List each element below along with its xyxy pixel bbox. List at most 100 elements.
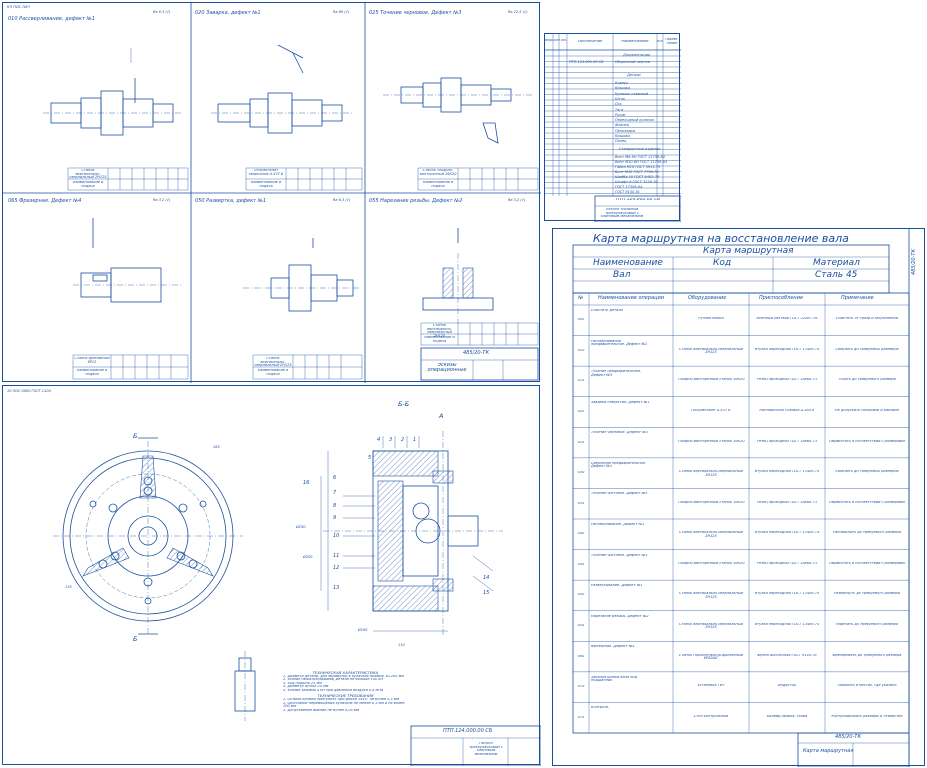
shaft-sketch-020 <box>211 44 353 134</box>
table-header-025: Станок токарно-винторезный 16К20 <box>419 169 457 176</box>
position-callout: 6 <box>333 475 337 481</box>
dimension-label: 135 <box>65 585 72 589</box>
route-op-no: 045 <box>577 562 585 566</box>
route-card-title: Карта маршрутная на восстановление вала <box>593 232 849 245</box>
assembly-stamp-title: Патрон трехкулачковый с клиновым механиз… <box>469 742 503 756</box>
position-callout: 16 <box>303 480 310 486</box>
route-equipment: Полуавтомат А-537 Б <box>691 408 731 412</box>
route-fixture: Резец проходной ГОСТ 18868-73 <box>756 378 818 382</box>
shaft-sketch-065 <box>73 218 183 303</box>
route-fixture: Калибр-пробка, скоба <box>766 714 808 718</box>
col-no: № <box>578 295 584 301</box>
spec-stamp-code: ПТП.124.000.00 СБ <box>615 198 661 202</box>
route-card-subtitle: Карта маршрутная <box>703 246 794 256</box>
route-fixture: Резец проходной ГОСТ 18868-73 <box>756 439 818 443</box>
op-025-title: 025 Точение черновое. Дефект №3 <box>369 10 462 16</box>
value-material: Сталь 45 <box>815 270 858 280</box>
spec-part-item: Крышка <box>615 134 630 138</box>
roughness-020: Ra 80 (√) <box>333 10 350 14</box>
spec-doc-row-name: Сборочный чертеж <box>615 60 651 64</box>
req-line: 2. Окончание перемещения кулачков не мен… <box>283 701 405 709</box>
route-op-name: Точение черновое. Дефект №3 <box>591 431 648 435</box>
route-fixture: Втулка переходная ГОСТ 13409-74 <box>754 470 820 474</box>
roughness-025: Ra 12,5 (√) <box>508 10 528 14</box>
dimension-label: Ø160 <box>358 628 368 632</box>
specification-sheet: Формат Зона Поз. Обозначение Наименовани… <box>544 33 681 222</box>
spec-section-parts: Детали <box>627 73 641 77</box>
ops-stamp-title: Эскизы операционные <box>427 363 467 373</box>
spec-col-name: Наименование <box>621 40 649 43</box>
route-side-code: 485/20-ТК <box>911 249 917 275</box>
dimension-label: Ø250 <box>296 525 306 529</box>
route-note: Очистить от грязи и загрязнений <box>836 317 898 321</box>
spec-std-item: Шайба 10 ГОСТ 6402-70 <box>615 175 660 179</box>
route-op-name: Фрезерная. Дефект №4 <box>591 645 635 649</box>
table-row-label-010: Наименование и подача <box>72 181 104 188</box>
position-callout: 5 <box>368 455 372 461</box>
route-equipment: Станок вертикально-сверлильный 2Н125 <box>679 470 743 477</box>
spec-grid <box>545 34 681 222</box>
route-op-name: Точение чистовое. Дефект №3 <box>591 553 648 557</box>
route-equipment: Стол контрольный <box>693 714 729 718</box>
route-op-name: Очистить детали <box>591 309 623 312</box>
spec-part-item: Фланец <box>615 123 630 128</box>
spec-std-item: Гайка М10 ГОСТ 5915-70 <box>615 165 661 169</box>
route-note: Сверлить до требуемых размеров <box>835 347 899 351</box>
col-equipment: Оборудование <box>688 295 727 301</box>
assembly-doc-number: 10 ПОС 0000 ГОСТ.1104 <box>7 389 51 393</box>
spec-part-item: Тяга <box>615 107 624 112</box>
route-note: Рассверлить до требуемого размера <box>832 531 901 535</box>
shaft-sketch-055 <box>422 228 494 323</box>
tech-line: 2. Усилие обжатия(зажима) детали не боль… <box>283 678 384 682</box>
table-header-065: Станок фрезерный 6Р12 <box>74 357 110 364</box>
position-callout: 9 <box>333 515 337 521</box>
route-fixture: Индуктор <box>778 684 796 688</box>
route-op-name: Рассверливание. Дефект №1 <box>591 523 645 526</box>
position-callout: 3 <box>389 437 393 443</box>
spec-std-item: Винт М8-6Н ГОСТ 11738-84 <box>615 155 665 159</box>
table-header-020: Полуавтомат сварочный А-537 Б <box>248 169 284 176</box>
route-note: Сверлить до требуемых размеров <box>835 470 899 474</box>
dimension-label: Ø200 <box>303 555 313 559</box>
route-note: Обработать в соответствии с размерами <box>829 439 905 443</box>
spec-col-designation: Обозначение <box>577 40 603 43</box>
route-fixture: Фреза шпоночная ГОСТ 9140-78 <box>757 653 817 657</box>
route-note: Нарезать до требуемого размера <box>835 622 899 626</box>
position-callout: 10 <box>333 533 340 539</box>
shaft-sketch-050 <box>243 238 361 312</box>
route-fixture: Втулка переходная ГОСТ 13409-74 <box>754 531 820 535</box>
route-op-no: 005 <box>577 318 585 322</box>
position-callout: 4 <box>377 437 381 443</box>
spec-part-item: Переходный кулачок <box>615 118 655 123</box>
req-lines: 1. Острые кромки притупить при фаске 1х4… <box>283 698 408 712</box>
dimension-label: 110 <box>398 643 405 647</box>
route-equipment: Станок вертикально-сверлильный 2Н125 <box>679 592 743 599</box>
req-line: 1. Острые кромки притупить при фаске 1х4… <box>283 698 400 702</box>
route-note: Развернуть до требуемого размера <box>834 592 900 596</box>
route-op-name: Контроль <box>591 706 609 710</box>
route-op-no: 025 <box>577 440 585 444</box>
op-050-title: 050 Развертка, дефект №1 <box>195 198 267 204</box>
route-op-name: Закалка шейки вала под подшипник <box>591 675 637 683</box>
route-equipment: Токарно-винторезный станок 16К20 <box>677 561 745 565</box>
tech-lines: 1. Диаметр детали, для обработки в кулач… <box>283 675 408 693</box>
route-fixture: Втулка переходная ГОСТ 13409-74 <box>754 347 820 351</box>
route-op-name: Точение предварительное. Дефект №3 <box>591 370 642 377</box>
route-op-name: Точение чистовое. Дефект №3 <box>591 492 648 496</box>
section-label-bb: Б-Б <box>398 400 410 408</box>
route-fixture: Втулка переходная ГОСТ 13409-74 <box>754 622 820 626</box>
route-fixture: Наплавочная головка А-384 К <box>759 408 815 412</box>
spec-col-zone: Зона <box>553 39 559 42</box>
spec-std-item: Винт М10-6Н ГОСТ 11738-84 <box>615 160 668 164</box>
roughness-010: Ra 6,3 (√) <box>153 10 171 14</box>
header-name: Наименование <box>593 258 663 268</box>
tech-line: 3. Ход поршня 25 мм <box>283 681 322 685</box>
spec-doc-row-designation: ПТП.124.000.00 СБ <box>569 60 604 64</box>
table-row-label-025: Наименование и подача <box>422 181 454 188</box>
spec-section-std: Стандартные изделия <box>619 147 661 151</box>
